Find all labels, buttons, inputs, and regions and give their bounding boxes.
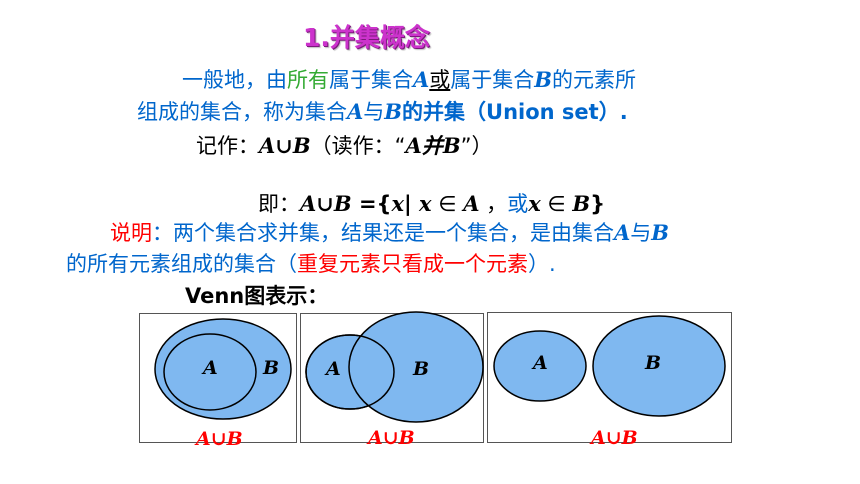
formula-line: 即：A∪B ={x| x ∈ A ，或x ∈ B} <box>258 188 605 218</box>
venn2-set-a-outline <box>305 334 395 410</box>
def-or: 或 <box>429 68 451 92</box>
formula-a: A <box>463 191 480 216</box>
notation-expr: A∪B <box>259 133 311 158</box>
formula-lhs: A∪B <box>300 191 352 216</box>
formula-b: B <box>572 191 591 216</box>
def-set-a: A <box>347 99 364 124</box>
definition-line-1: 一般地，由所有属于集合A或属于集合B的元素所 <box>182 64 636 94</box>
venn1-label-a: A <box>203 357 218 379</box>
note-label: 说明 <box>110 221 152 245</box>
venn1-caption: A∪B <box>196 428 243 450</box>
venn1-label-b: B <box>263 357 280 379</box>
formula-comma: ， <box>479 192 508 216</box>
page-title: 1.并集概念 <box>303 23 430 52</box>
def-text: 组成的集合，称为集合 <box>137 100 347 124</box>
note-text: 与 <box>630 221 652 245</box>
notation-prefix: 记作： <box>196 134 259 158</box>
note-emphasis: 重复元素只看成一个元素 <box>297 252 528 276</box>
note-text: ：两个集合求并集，结果还是一个集合，是由集合 <box>152 221 614 245</box>
formula-x: x <box>391 191 405 216</box>
formula-close: } <box>590 192 606 216</box>
def-set-a: A <box>413 67 430 92</box>
note-set-b: B <box>651 220 670 245</box>
def-text: 属于集合 <box>450 68 535 92</box>
note-text: ）. <box>528 252 556 276</box>
formula-eq: ={ <box>351 192 392 216</box>
formula-in: ∈ <box>431 192 464 216</box>
note-line-2: 的所有元素组成的集合（重复元素只看成一个元素）. <box>66 248 556 278</box>
def-set-b: B <box>384 99 403 124</box>
def-text: 与 <box>363 100 385 124</box>
def-text: 属于集合 <box>329 68 413 92</box>
venn3-set-b <box>592 315 726 417</box>
venn2-set-b <box>348 311 484 423</box>
note-text: 的所有元素组成的集合（ <box>66 252 297 276</box>
venn3-caption: A∪B <box>591 427 638 449</box>
formula-in: ∈ <box>540 192 573 216</box>
definition-line-2: 组成的集合，称为集合A与B的并集（Union set）. <box>137 96 628 126</box>
formula-x: x <box>419 191 432 216</box>
formula-or: 或 <box>507 192 529 216</box>
notation-suffix: ”） <box>460 134 493 158</box>
venn-heading: Venn图表示： <box>185 284 329 308</box>
note-set-a: A <box>614 220 631 245</box>
def-all: 所有 <box>287 68 329 92</box>
formula-x: x <box>528 191 541 216</box>
venn2-label-a: A <box>326 358 341 380</box>
notation-read-expr: A并B <box>405 133 461 158</box>
venn2-label-b: B <box>413 358 430 380</box>
def-union-set: 的并集（Union set）. <box>402 100 628 124</box>
def-text: 的元素所 <box>552 68 637 92</box>
notation-line: 记作：A∪B（读作：“A并B”） <box>196 130 492 160</box>
def-text: 一般地，由 <box>182 68 287 92</box>
venn3-label-b: B <box>645 352 662 374</box>
venn1-set-a <box>163 333 257 411</box>
notation-read: （读作：“ <box>310 134 406 158</box>
venn2-caption: A∪B <box>368 427 415 449</box>
venn3-label-a: A <box>533 352 548 374</box>
venn3-set-a <box>493 330 587 402</box>
def-set-b: B <box>534 67 553 92</box>
note-line-1: 说明：两个集合求并集，结果还是一个集合，是由集合A与B <box>110 217 669 247</box>
formula-prefix: 即： <box>258 192 300 216</box>
formula-bar: | <box>404 192 420 216</box>
